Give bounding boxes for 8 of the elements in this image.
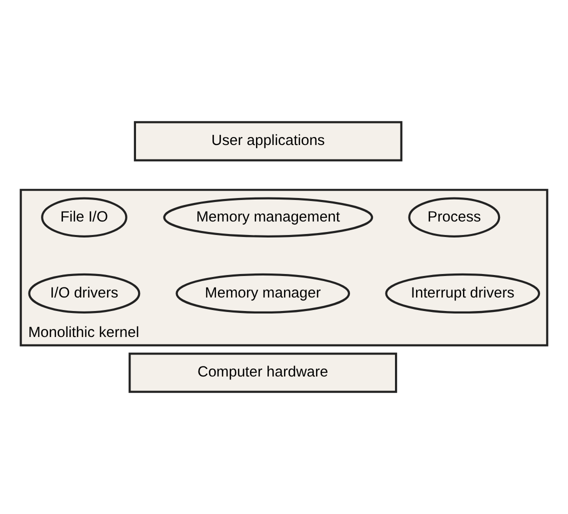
node-box: Computer hardware <box>128 352 398 393</box>
node-box: User applications <box>134 121 402 162</box>
node-ellipse: Process <box>408 197 500 238</box>
node-ellipse: File I/O <box>41 197 128 238</box>
node-ellipse: Memory management <box>163 197 374 238</box>
node-ellipse: Interrupt drivers <box>385 273 540 314</box>
node-ellipse: Memory manager <box>176 273 350 314</box>
node-ellipse: I/O drivers <box>28 273 140 314</box>
